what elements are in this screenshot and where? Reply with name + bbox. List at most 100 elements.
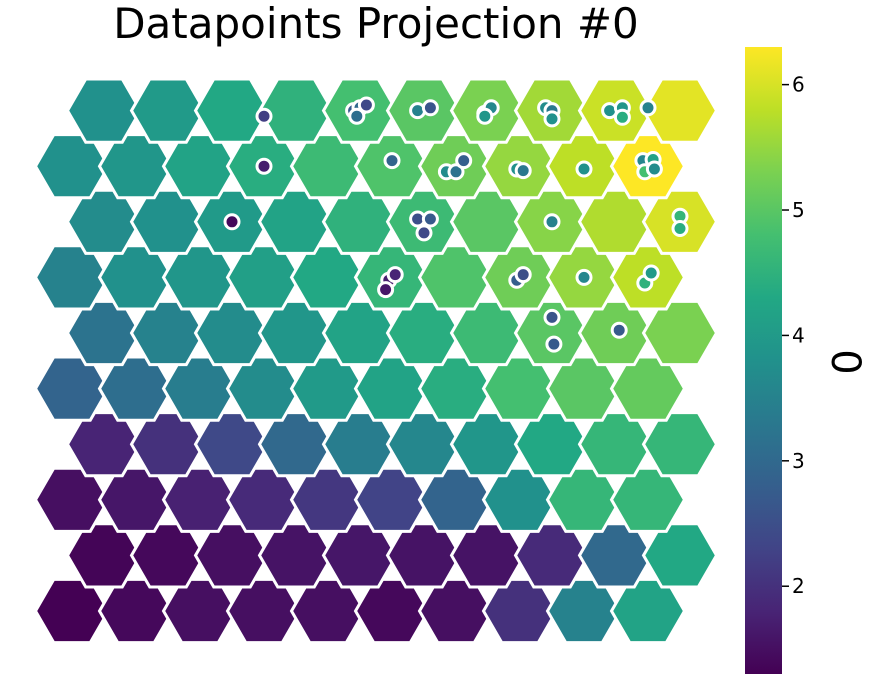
datapoint [610,321,628,339]
colorbar-tick-label: 4 [792,323,805,347]
hex-cell [257,188,335,255]
colorbar-tick-label: 2 [792,574,805,598]
hex-cell [385,522,463,589]
datapoints [223,96,689,353]
hex-cell [97,466,175,533]
hex-cell [321,522,399,589]
datapoint [645,160,663,178]
hex-cell [289,355,367,422]
hex-cell [417,466,495,533]
colorbar-ticks: 2 3 4 5 6 [782,73,805,598]
hex-cell [33,355,111,422]
datapoint [223,213,241,231]
hex-cell [129,411,207,478]
hex-cell [417,244,495,311]
hex-cell [33,244,111,311]
hex-cell [545,577,623,645]
datapoint [543,308,561,326]
datapoint [386,266,404,284]
hex-cell [577,411,655,478]
hex-cell [481,466,559,533]
hex-cell [161,466,239,533]
colorbar-tick-label: 5 [792,198,805,222]
datapoint [545,335,563,353]
hex-cell [449,299,527,367]
hex-cell [65,188,143,255]
hex-cell [65,522,143,589]
hex-cell [225,355,303,422]
hex-cell [225,577,303,645]
colorbar-tick-label: 6 [792,73,805,97]
hex-cell [33,133,111,200]
hex-cell [577,522,655,589]
hex-cell [97,244,175,311]
datapoint [255,107,273,125]
datapoint [575,268,593,286]
hex-cell [449,522,527,589]
hex-cell [545,355,623,422]
datapoint [543,110,561,128]
hex-cell [225,244,303,311]
datapoint [421,99,439,117]
hex-cell [609,466,687,533]
hex-cell [97,355,175,422]
datapoint [514,162,532,180]
hex-cell [545,466,623,533]
hex-cell [33,466,111,533]
hex-cell [129,188,207,255]
hex-cell [193,522,271,589]
colorbar-label: 0 [822,349,868,374]
hex-cell [449,411,527,478]
hex-cell [449,188,527,255]
datapoint [639,99,657,117]
hexagon-grid [33,77,719,645]
hex-cell [97,577,175,645]
hex-cell [353,355,431,422]
datapoint [357,96,375,114]
datapoint [514,266,532,284]
hex-cell [129,522,207,589]
hex-cell [161,355,239,422]
datapoint [642,264,660,282]
hex-cell [417,355,495,422]
datapoint [348,107,366,125]
hex-cell [129,299,207,367]
colorbar-tick-label: 3 [792,449,805,473]
hex-cell [257,411,335,478]
datapoint [377,281,395,299]
hex-cell [161,133,239,200]
datapoint [455,152,473,170]
hex-cell [129,77,207,144]
hex-cell [289,466,367,533]
hex-cell [641,299,719,367]
hex-cell [321,411,399,478]
datapoint [415,224,433,242]
datapoint [421,210,439,228]
datapoint [476,107,494,125]
hex-cell [33,577,111,645]
datapoint [383,152,401,170]
hex-cell [609,355,687,422]
hex-cell [161,577,239,645]
hex-cell [609,577,687,645]
hex-cell [641,411,719,478]
datapoint [613,108,631,126]
hex-cell [65,411,143,478]
hex-cell [321,299,399,367]
hex-cell [481,355,559,422]
colorbar-gradient [745,47,782,674]
hex-cell [481,577,559,645]
hex-cell [193,411,271,478]
hex-cell [289,244,367,311]
hex-cell [577,188,655,255]
hex-cell [193,299,271,367]
hex-cell [353,577,431,645]
hex-cell [257,77,335,144]
hex-cell [385,411,463,478]
hex-cell [289,133,367,200]
hex-cell [97,133,175,200]
hex-cell [161,244,239,311]
datapoint [255,157,273,175]
hex-cell [513,522,591,589]
